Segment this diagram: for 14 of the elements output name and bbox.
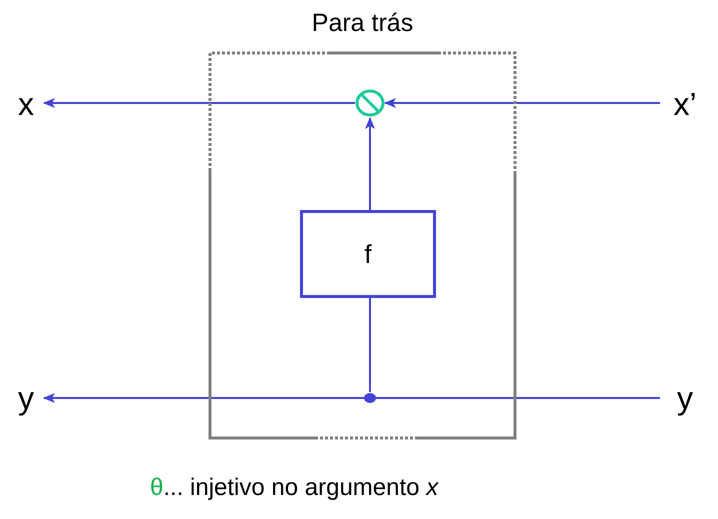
signal-label: y [660, 378, 710, 418]
signal-label: y [8, 378, 44, 418]
function-box: f [300, 210, 436, 298]
signal-label: x’ [660, 84, 710, 124]
note-text: ... injetivo no argumento x [163, 473, 438, 503]
slashed-circle-operator [355, 88, 385, 118]
arrow [384, 98, 660, 108]
symbol-note: θ [150, 473, 164, 503]
frame-title: Para trás [310, 8, 414, 39]
arrow [43, 393, 364, 403]
junction-dot [364, 392, 376, 404]
arrow [43, 98, 355, 108]
signal-label: x [8, 84, 44, 124]
arrow [365, 117, 375, 210]
